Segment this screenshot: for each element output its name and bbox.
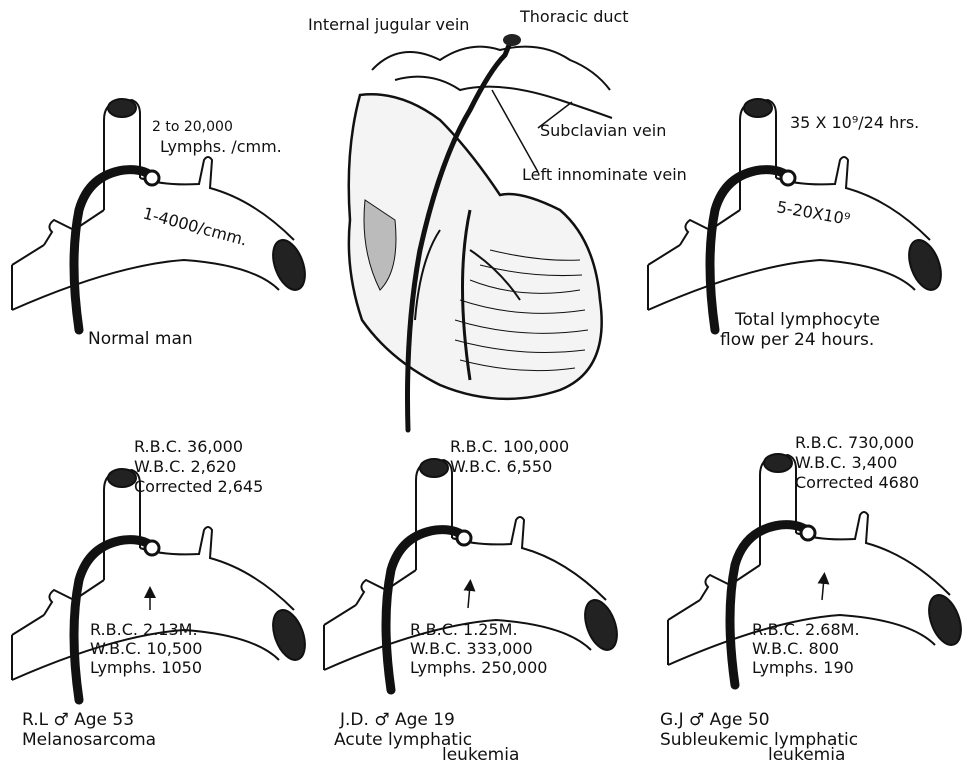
normal-label-2: Lymphs. /cmm. <box>160 137 282 156</box>
gj-caption-1: G.J ♂ Age 50 <box>660 710 770 730</box>
flow-caption-1: Total lymphocyte <box>734 310 880 330</box>
jd-blood-lymphs: Lymphs. 250,000 <box>410 658 547 677</box>
flow-label-1: 35 X 10⁹/24 hrs. <box>790 113 919 132</box>
rl-blood-wbc: W.B.C. 10,500 <box>90 639 202 658</box>
flow-vein-label: 5-20X10⁹ <box>775 197 851 229</box>
panel-gj: R.B.C. 730,000 W.B.C. 3,400 Corrected 46… <box>660 433 967 763</box>
jd-duct-wbc: W.B.C. 6,550 <box>450 457 552 476</box>
rl-duct-wbc: W.B.C. 2,620 <box>134 457 236 476</box>
jd-duct-rbc: R.B.C. 100,000 <box>450 437 569 456</box>
heart-label-thoracic-duct: Thoracic duct <box>519 7 629 26</box>
panel-total-flow: 35 X 10⁹/24 hrs. 5-20X10⁹ Total lymphocy… <box>648 99 947 350</box>
jd-caption-3: leukemia <box>442 745 519 763</box>
gj-blood-lymphs: Lymphs. 190 <box>752 658 854 677</box>
heart-label-subclavian: Subclavian vein <box>540 121 666 140</box>
gj-blood-wbc: W.B.C. 800 <box>752 639 839 658</box>
gj-caption-3: leukemia <box>768 745 845 763</box>
panel-normal: 2 to 20,000 Lymphs. /cmm. 1-4000/cmm. No… <box>12 99 311 349</box>
normal-caption: Normal man <box>88 329 193 349</box>
rl-blood-rbc: R.B.C. 2.13M. <box>90 620 198 639</box>
jd-blood-rbc: R.B.C. 1.25M. <box>410 620 518 639</box>
gj-duct-corrected: Corrected 4680 <box>795 473 919 492</box>
normal-label-1: 2 to 20,000 <box>152 119 233 135</box>
heart-label-innominate: Left innominate vein <box>522 165 687 184</box>
jd-blood-arrow <box>468 585 470 608</box>
gj-blood-arrow <box>822 578 824 600</box>
rl-duct-rbc: R.B.C. 36,000 <box>134 437 243 456</box>
normal-vein-label: 1-4000/cmm. <box>141 204 249 250</box>
innominate-pointer <box>492 90 538 172</box>
rl-caption-1: R.L ♂ Age 53 <box>22 710 134 730</box>
gj-blood-rbc: R.B.C. 2.68M. <box>752 620 860 639</box>
gj-duct-wbc: W.B.C. 3,400 <box>795 453 897 472</box>
rl-caption-2: Melanosarcoma <box>22 730 156 750</box>
rl-duct-corrected: Corrected 2,645 <box>134 477 263 496</box>
heart-illustration: Internal jugular vein Thoracic duct Subc… <box>308 7 687 430</box>
rl-blood-lymphs: Lymphs. 1050 <box>90 658 202 677</box>
panel-jd: R.B.C. 100,000 W.B.C. 6,550 R.B.C. 1.25M… <box>324 437 623 763</box>
gj-duct-rbc: R.B.C. 730,000 <box>795 433 914 452</box>
heart-label-jugular: Internal jugular vein <box>308 15 469 34</box>
panel-rl: R.B.C. 36,000 W.B.C. 2,620 Corrected 2,6… <box>12 437 311 750</box>
jd-blood-wbc: W.B.C. 333,000 <box>410 639 533 658</box>
jd-caption-1: J.D. ♂ Age 19 <box>339 710 455 730</box>
flow-caption-2: flow per 24 hours. <box>720 330 874 350</box>
